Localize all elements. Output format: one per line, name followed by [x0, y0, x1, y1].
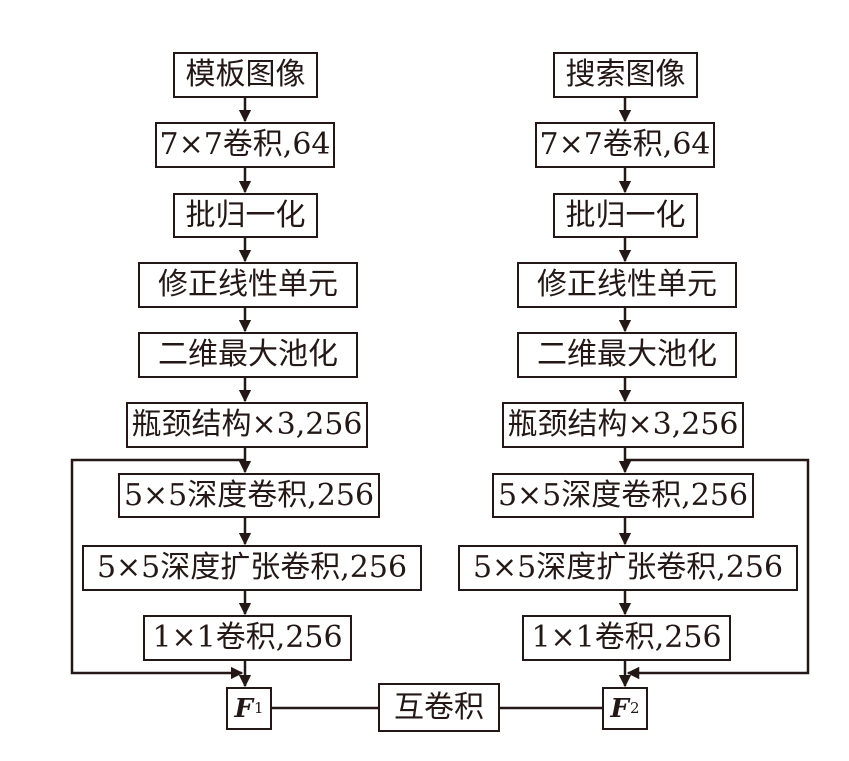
- left-relu-label: 修正线性单元: [158, 267, 338, 302]
- right-dilated-depthwise-conv-label: 5×5深度扩张卷积,256: [472, 550, 784, 585]
- right-conv7x7-label: 7×7卷积,64: [539, 127, 711, 162]
- feature-f1-symbol: F: [234, 693, 253, 724]
- feature-f2-subscript: 2: [629, 699, 640, 717]
- right-conv7x7-box: 7×7卷积,64: [535, 122, 715, 168]
- right-relu-box: 修正线性单元: [517, 262, 737, 308]
- left-bottleneck-label: 瓶颈结构×3,256: [131, 407, 363, 442]
- left-depthwise-conv-label: 5×5深度卷积,256: [123, 477, 375, 513]
- left-bottleneck-box: 瓶颈结构×3,256: [126, 402, 368, 448]
- right-dilated-depthwise-conv-box: 5×5深度扩张卷积,256: [458, 545, 798, 591]
- feature-f1-subscript: 1: [253, 699, 264, 717]
- left-dilated-depthwise-conv-box: 5×5深度扩张卷积,256: [82, 545, 422, 591]
- right-batchnorm-label: 批归一化: [565, 197, 686, 233]
- right-bottleneck-box: 瓶颈结构×3,256: [502, 402, 744, 448]
- left-conv7x7-box: 7×7卷积,64: [155, 122, 335, 168]
- right-conv1x1-label: 1×1卷积,256: [531, 620, 722, 655]
- search-image-label: 搜索图像: [565, 57, 686, 92]
- cross-correlation-box: 互卷积: [378, 683, 500, 732]
- template-image-box: 模板图像: [173, 52, 318, 98]
- skip-connection-left: [70, 458, 245, 680]
- right-maxpool-label: 二维最大池化: [537, 337, 717, 372]
- right-maxpool-box: 二维最大池化: [517, 332, 737, 378]
- skip-connection-right: [625, 458, 810, 680]
- right-relu-label: 修正线性单元: [537, 267, 717, 302]
- left-depthwise-conv-box: 5×5深度卷积,256: [118, 473, 380, 518]
- cross-correlation-label: 互卷积: [394, 689, 484, 725]
- template-image-label: 模板图像: [185, 57, 306, 92]
- left-conv1x1-label: 1×1卷积,256: [152, 620, 343, 655]
- right-batchnorm-box: 批归一化: [553, 193, 698, 238]
- left-maxpool-label: 二维最大池化: [158, 337, 338, 372]
- right-conv1x1-box: 1×1卷积,256: [522, 615, 731, 661]
- right-depthwise-conv-label: 5×5深度卷积,256: [497, 477, 749, 513]
- feature-f2-symbol: F: [610, 693, 629, 724]
- search-image-box: 搜索图像: [553, 52, 698, 98]
- left-batchnorm-label: 批归一化: [185, 197, 306, 233]
- left-conv1x1-box: 1×1卷积,256: [143, 615, 352, 661]
- right-depthwise-conv-box: 5×5深度卷积,256: [492, 473, 754, 518]
- left-relu-box: 修正线性单元: [138, 262, 358, 308]
- left-batchnorm-box: 批归一化: [173, 193, 318, 238]
- right-bottleneck-label: 瓶颈结构×3,256: [507, 407, 739, 442]
- left-maxpool-box: 二维最大池化: [138, 332, 358, 378]
- left-conv7x7-label: 7×7卷积,64: [159, 127, 331, 162]
- left-dilated-depthwise-conv-label: 5×5深度扩张卷积,256: [96, 550, 408, 585]
